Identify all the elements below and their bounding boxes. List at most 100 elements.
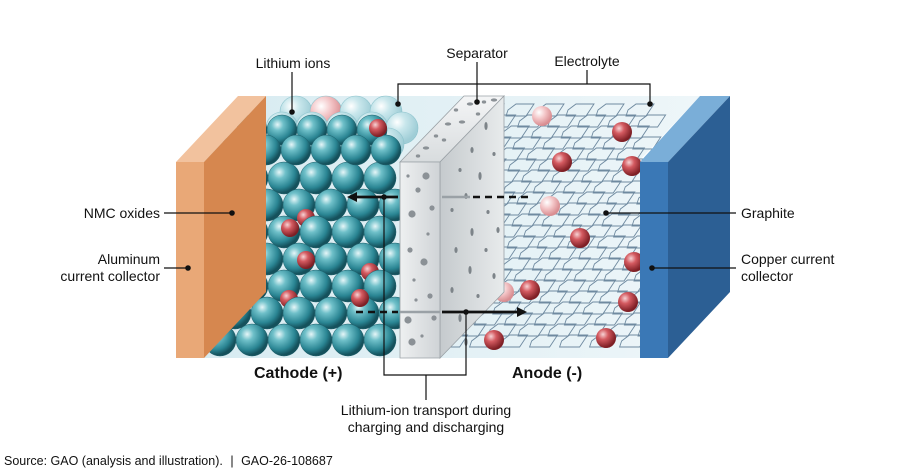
source-text: Source: GAO (analysis and illustration). — [4, 454, 223, 468]
lithium-ion — [570, 228, 590, 248]
pore — [407, 247, 413, 253]
copper-current-collector — [640, 96, 730, 358]
pore — [433, 134, 439, 138]
pore — [454, 247, 458, 253]
nmc-sphere — [363, 161, 397, 195]
lithium-ion — [520, 280, 540, 300]
nmc-sphere — [331, 323, 365, 357]
pore — [484, 248, 488, 252]
pore — [450, 208, 454, 212]
graphite-layer — [436, 103, 677, 348]
pore — [496, 227, 500, 233]
lithium-ion — [618, 292, 638, 312]
pore — [492, 152, 496, 156]
lithium-ion — [552, 152, 572, 172]
pore — [408, 338, 416, 346]
pore — [481, 100, 487, 104]
lithium-ion — [624, 252, 644, 272]
label-electrolyte: Electrolyte — [554, 53, 620, 69]
pore — [478, 172, 482, 180]
pore — [492, 273, 496, 279]
pore — [484, 122, 488, 130]
pore — [475, 112, 481, 116]
lithium-ion — [622, 156, 642, 176]
nmc-sphere — [314, 242, 348, 276]
pore — [441, 138, 447, 142]
pore — [453, 108, 459, 112]
pore — [486, 210, 490, 214]
graphite-cell — [558, 334, 589, 348]
nmc-sphere — [331, 161, 365, 195]
label-transport-line1: Lithium-ion transport during — [340, 402, 512, 418]
pore — [444, 122, 452, 126]
nmc-sphere — [299, 269, 333, 303]
aluminum-current-collector — [176, 96, 266, 358]
pore — [470, 228, 474, 236]
pore — [414, 298, 418, 302]
pore — [420, 334, 424, 338]
pore — [427, 293, 433, 299]
label-anode: Anode (-) — [512, 365, 583, 382]
nmc-sphere — [299, 161, 333, 195]
lithium-ion — [596, 328, 616, 348]
nmc-sphere — [331, 215, 365, 249]
pore — [458, 314, 462, 322]
label-graphite: Graphite — [741, 205, 795, 221]
label-aluminum-line2: current collector — [60, 268, 160, 284]
nmc-sphere — [363, 323, 397, 357]
nmc-sphere — [314, 188, 348, 222]
pore — [426, 232, 430, 236]
lithium-ion — [369, 119, 387, 137]
nmc-sphere — [363, 269, 397, 303]
nmc-sphere — [370, 134, 402, 166]
lithium-ion — [612, 122, 632, 142]
source-footer: Source: GAO (analysis and illustration).… — [4, 454, 333, 468]
report-id: GAO-26-108687 — [241, 454, 333, 468]
label-transport-line2: charging and discharging — [347, 419, 505, 435]
pore — [415, 187, 421, 193]
pore — [406, 174, 410, 178]
pore — [422, 146, 430, 150]
pore — [450, 287, 454, 293]
nmc-sphere — [235, 323, 269, 357]
label-lithium-ions: Lithium ions — [255, 55, 331, 71]
pore — [458, 168, 462, 172]
pore — [466, 102, 474, 106]
separator — [399, 95, 505, 359]
nmc-sphere — [299, 215, 333, 249]
pore — [431, 315, 437, 321]
nmc-sphere — [363, 215, 397, 249]
lithium-ion — [484, 330, 504, 350]
label-separator: Separator — [446, 45, 508, 61]
pore — [422, 172, 430, 180]
nmc-sphere — [267, 161, 301, 195]
label-cathode: Cathode (+) — [254, 365, 343, 382]
nmc-sphere — [299, 323, 333, 357]
lithium-ion — [540, 196, 560, 216]
lithium-ion — [351, 289, 369, 307]
label-aluminum-line1: Aluminum — [97, 251, 160, 267]
nmc-sphere — [280, 134, 312, 166]
nmc-sphere — [282, 296, 316, 330]
pore — [490, 98, 498, 102]
pore — [476, 294, 480, 298]
nmc-sphere — [314, 296, 348, 330]
separator-pores — [404, 98, 500, 346]
pore — [420, 258, 428, 266]
label-nmc-oxides: NMC oxides — [83, 205, 160, 221]
pore — [408, 210, 416, 218]
nmc-sphere — [340, 134, 372, 166]
ion-transport-arrows — [347, 192, 528, 317]
pore — [429, 205, 435, 211]
pore — [470, 147, 474, 153]
graphite-cell — [528, 334, 559, 348]
lithium-ion — [297, 251, 315, 269]
pore — [415, 154, 421, 158]
callout-lines — [164, 62, 736, 400]
lithium-ion — [281, 219, 299, 237]
label-copper-line1: Copper current — [741, 251, 835, 267]
pore — [458, 120, 466, 124]
pore — [468, 266, 472, 274]
label-copper-line2: collector — [741, 268, 794, 284]
